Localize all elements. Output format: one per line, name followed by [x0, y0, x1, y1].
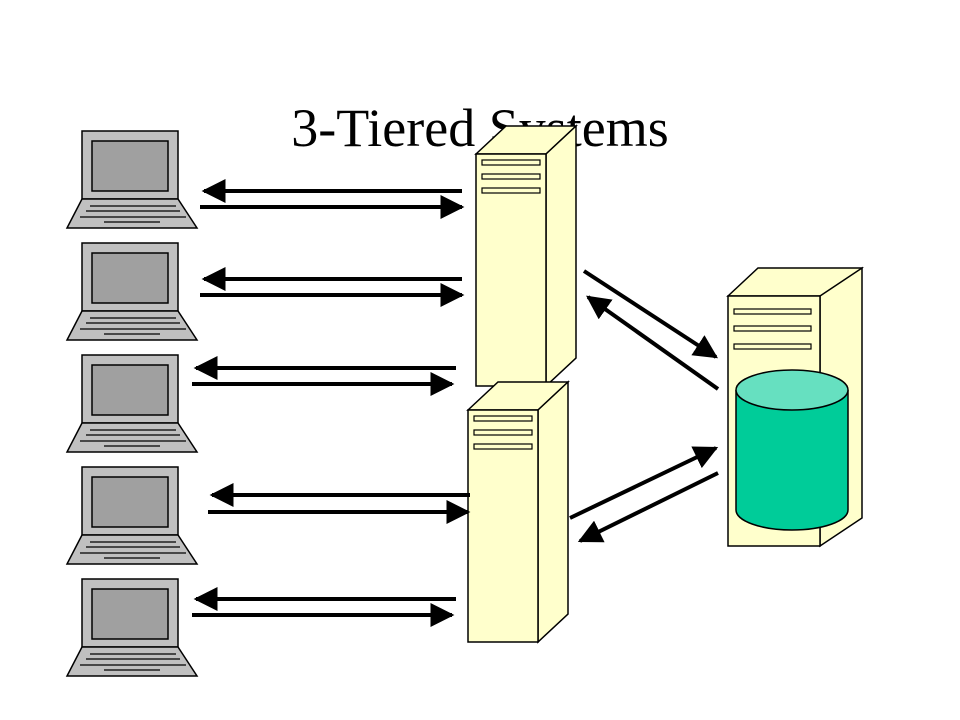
arrow-database-to-server — [586, 295, 720, 391]
laptop-icon — [66, 130, 198, 229]
laptop-icon — [66, 466, 198, 565]
laptop-icon — [66, 578, 198, 677]
server-tower-icon — [467, 381, 569, 643]
arrow-server-to-database — [582, 269, 719, 359]
arrow-database-to-server — [577, 471, 719, 543]
database-icon — [735, 369, 849, 531]
laptop-icon — [66, 354, 198, 453]
laptop-icon — [66, 242, 198, 341]
server-tower-icon — [475, 125, 577, 387]
database-server-icon — [726, 266, 864, 548]
slide-title: 3-Tiered Systems — [291, 98, 669, 158]
arrow-server-to-database — [569, 446, 719, 520]
